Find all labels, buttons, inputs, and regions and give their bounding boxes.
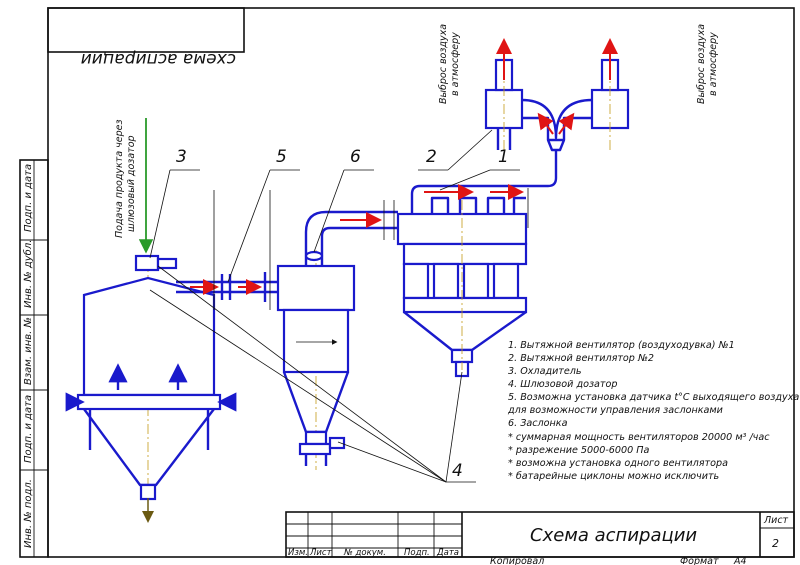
callout-1: 1 [498, 147, 509, 167]
pipe-to-battery [304, 200, 398, 266]
title-block-title: Схема аспирации [530, 525, 697, 546]
legend-line-3: 3. Охладитель [508, 366, 582, 377]
callout-3: 3 [176, 147, 187, 167]
strip-label-2: Инв. № дубл. [22, 240, 34, 308]
title-block-col-5: Дата [436, 548, 459, 558]
duct-to-cyclone [176, 190, 280, 310]
exhaust-labels: Выброс воздуха в атмосферу Выброс воздух… [438, 24, 719, 104]
cooler-cyclone [276, 250, 356, 470]
title-block-sheet-label: Лист [763, 515, 789, 526]
legend-line-2: 2. Вытяжной вентилятор №2 [508, 353, 654, 364]
title-block-col-3: № докум. [343, 548, 386, 558]
strip-label-1: Подп. и дата [23, 164, 34, 232]
fan-left [484, 38, 524, 150]
strip-label-3: Взам. инв. № [23, 317, 34, 385]
title-block-col-4: Подп. [404, 548, 430, 558]
legend-line-6: для возможности управления заслонками [507, 405, 723, 416]
legend-line-8: * суммарная мощность вентиляторов 20000 … [508, 432, 770, 443]
fan-manifold [521, 98, 593, 152]
callout-5: 5 [276, 147, 287, 167]
legend: 1. Вытяжной вентилятор (воздуходувка) №1… [507, 340, 799, 482]
callout-6: 6 [350, 147, 361, 167]
header-stamp: схема аспирации [47, 7, 245, 69]
callout-2: 2 [426, 147, 437, 167]
legend-line-9: * разрежение 5000-6000 Па [508, 445, 649, 456]
left-binding-strip: Подп. и дата Инв. № дубл. Взам. инв. № П… [19, 159, 49, 558]
fan-right [590, 38, 630, 150]
title-block: Схема аспирации Лист 2 Изм. Лист № докум… [285, 511, 795, 558]
legend-line-4: 4. Шлюзовой дозатор [508, 379, 617, 390]
legend-line-11: * батарейные циклоны можно исключить [508, 470, 719, 482]
callouts: 1 2 3 5 6 4 [149, 129, 520, 483]
format-label: Формат [680, 556, 719, 565]
exhaust-left-line1: Выброс воздуха [438, 24, 449, 104]
product-hopper [65, 262, 237, 523]
strip-label-4: Подп. и дата [23, 395, 34, 463]
legend-line-1: 1. Вытяжной вентилятор (воздуходувка) №1 [508, 340, 735, 351]
legend-line-5: 5. Возможна установка датчика t°C выходя… [508, 392, 799, 403]
title-block-col-1: Изм. [288, 548, 308, 558]
legend-line-10: * возможна установка одного вентилятора [508, 458, 728, 469]
title-block-sheet-number: 2 [772, 537, 779, 550]
exhaust-right-line2: в атмосферу [708, 32, 719, 96]
feed-label-1: Подача продукта через [114, 119, 125, 238]
copied-label: Копировал [490, 556, 544, 565]
damper [304, 250, 324, 262]
strip-label-5: Инв. № подл. [23, 479, 34, 548]
format-value: А4 [733, 556, 747, 565]
feed-label-2: шлюзовый дозатор [126, 135, 137, 232]
title-block-col-2: Лист [309, 548, 333, 558]
header-stamp-text: схема аспирации [81, 49, 236, 69]
callout-4: 4 [452, 461, 463, 481]
exhaust-left-line2: в атмосферу [450, 32, 461, 96]
exhaust-right-line1: Выброс воздуха [696, 24, 707, 104]
legend-line-7: 6. Заслонка [508, 418, 568, 429]
feed-sluice: Подача продукта через шлюзовый дозатор [114, 118, 178, 272]
battery-cyclones [396, 150, 558, 378]
